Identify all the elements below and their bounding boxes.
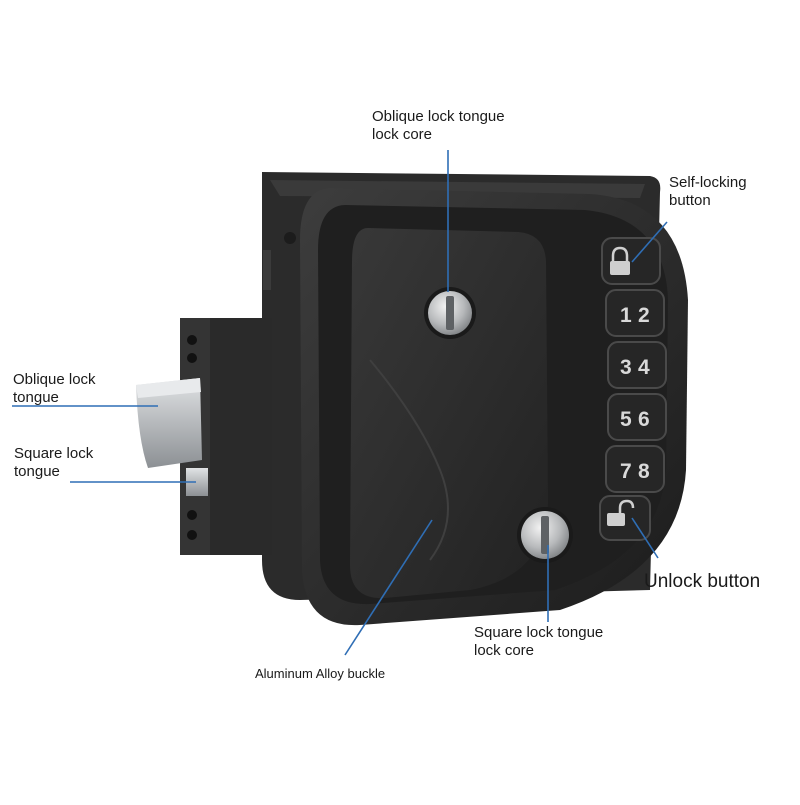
key-digit-left: 1 (620, 304, 632, 327)
label-line: Square lock tongue (474, 624, 604, 641)
handle-face (350, 228, 548, 599)
label-square-lock-tongue: Square lock tongue (14, 445, 93, 481)
self-locking-button[interactable] (601, 237, 661, 285)
padlock-closed-icon (610, 246, 630, 275)
label-self-locking-button: Self-locking button (669, 174, 747, 210)
oblique-lock-tongue (136, 378, 202, 468)
keypad: 1 2 3 4 5 6 7 8 (599, 237, 667, 541)
leader-unlock (631, 517, 659, 559)
key-3-4[interactable]: 3 4 (607, 341, 667, 389)
label-oblique-lock-core: Oblique lock tongue lock core (372, 108, 505, 144)
leader-self-locking (631, 221, 668, 263)
key-1-2[interactable]: 1 2 (605, 289, 665, 337)
leader-lines (12, 150, 668, 656)
label-line: Square lock (14, 445, 94, 462)
key-7-8[interactable]: 7 8 (605, 445, 665, 493)
square-lock-core (517, 507, 573, 563)
label-line: Oblique lock tongue (372, 108, 505, 125)
label-line: tongue (14, 463, 60, 480)
key-digit-left: 7 (620, 460, 632, 483)
key-digit-left: 3 (620, 356, 632, 379)
key-digit-right: 2 (638, 304, 650, 327)
label-aluminum-buckle: Aluminum Alloy buckle (255, 666, 385, 682)
label-line: lock core (372, 126, 433, 143)
oblique-lock-core (424, 287, 476, 339)
key-5-6[interactable]: 5 6 (607, 393, 667, 441)
label-line: button (669, 192, 711, 209)
label-line: Aluminum Alloy buckle (255, 666, 386, 681)
key-digit-right: 6 (638, 408, 650, 431)
label-line: Unlock button (644, 571, 761, 592)
label-unlock-button: Unlock button (644, 571, 760, 594)
label-oblique-lock-tongue: Oblique lock tongue (13, 371, 96, 407)
padlock-open-icon (607, 499, 635, 526)
label-line: Oblique lock (13, 371, 96, 388)
key-digit-right: 4 (638, 356, 650, 379)
label-square-lock-core: Square lock tongue lock core (474, 624, 603, 660)
square-lock-tongue (186, 468, 208, 496)
key-digit-left: 5 (620, 408, 632, 431)
leader-buckle (344, 519, 433, 656)
label-line: Self-locking (669, 174, 747, 191)
label-line: tongue (13, 389, 59, 406)
label-line: lock core (474, 642, 535, 659)
key-digit-right: 8 (638, 460, 650, 483)
